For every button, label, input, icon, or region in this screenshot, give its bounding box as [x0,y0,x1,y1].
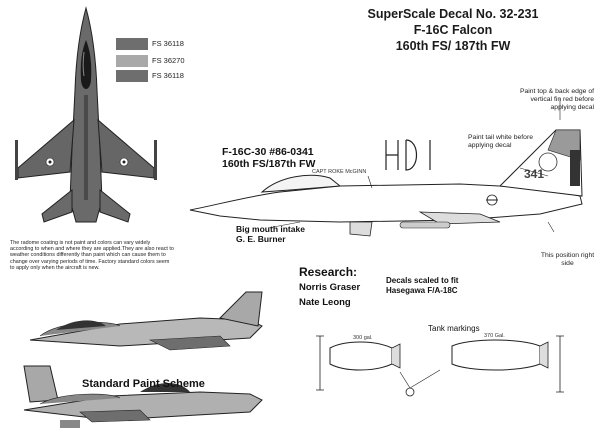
position-callout: This position right side [540,252,595,267]
research-name-2: Nate Leong [299,297,351,308]
research-heading: Research: [299,265,358,279]
title-line-1: SuperScale Decal No. 32-231 [367,7,539,21]
swatch-fs36270 [116,55,148,67]
aircraft-designation: F-16C-30 #86-0341 160th FS/187th FW [222,146,315,170]
standard-paint-scheme-label: Standard Paint Scheme [82,378,205,390]
fin-paint-callout: Paint top & back edge of vertical fin re… [519,88,594,111]
decal-sheet-title: SuperScale Decal No. 32-231 F-16C Falcon… [338,6,568,54]
title-line-3: 160th FS/ 187th FW [395,39,511,53]
aircraft-unit: 160th FS/187th FW [222,158,316,170]
research-name-1: Norris Graser [299,282,361,293]
title-line-2: F-16C Falcon [413,23,493,37]
tail-white-callout: Paint tail white before applying decal [468,134,533,149]
swatch-label-3: FS 36118 [152,71,184,80]
tank-label-370: 370 Gal. [484,333,505,339]
aircraft-serial: F-16C-30 #86-0341 [222,146,314,158]
tank-label-300: 300 gal. [353,335,373,341]
swatch-label-2: FS 36270 [152,56,185,65]
intake-note: Big mouth intake G. E. Burner [236,224,305,244]
swatch-fs36118-bottom [116,70,148,82]
intake-note-line1: Big mouth intake [236,224,305,234]
decal-scale-note: Decals scaled to fit Hasegawa F/A-18C [386,276,458,295]
pilot-name: CAPT ROKE McGINN [312,169,367,175]
intake-note-line2: G. E. Burner [236,233,286,244]
decal-scale-line1: Decals scaled to fit [386,276,459,285]
decal-scale-line2: Hasegawa F/A-18C [386,285,458,295]
swatch-fs36118-top [116,38,148,50]
swatch-label-1: FS 36118 [152,39,184,48]
radome-note: The radome coating is not paint and colo… [10,240,174,271]
tank-markings-title: Tank markings [428,324,480,333]
